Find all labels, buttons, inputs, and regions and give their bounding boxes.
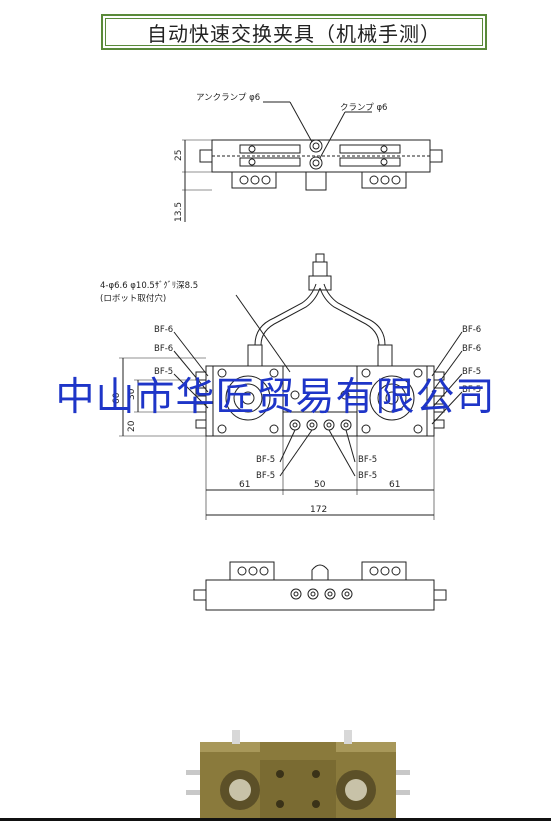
clamp-port [309, 156, 323, 170]
dim-top-offset: 13.5 [174, 202, 184, 222]
port-bottom-right-1: BF-5 [358, 455, 377, 465]
dim-left: 61 [239, 480, 250, 490]
port-right-4: BF-5 [462, 385, 481, 395]
port-left-1: BF-6 [154, 325, 173, 335]
clamp-label: クランプ φ6 [340, 103, 387, 113]
dim-right: 61 [389, 480, 400, 490]
side-view-body [205, 579, 435, 611]
port-bottom-left-2: BF-5 [256, 471, 275, 481]
unclamp-label: アンクランプ φ6 [196, 93, 260, 103]
dim-bottom: 20 [127, 420, 137, 432]
port-left-3: BF-5 [154, 367, 173, 377]
hole-note-line2: (ロボット取付穴) [100, 293, 166, 304]
dim-top-height: 25 [174, 150, 184, 161]
page-title: 自动快速交换夹具（机械手测） [105, 18, 483, 46]
port-bottom-right-2: BF-5 [358, 471, 377, 481]
port-right-3: BF-5 [462, 367, 481, 377]
port-left-2: BF-6 [154, 344, 173, 354]
side-view [193, 561, 447, 611]
port-right-2: BF-6 [462, 344, 481, 354]
front-view [119, 253, 463, 520]
port-right-1: BF-6 [462, 325, 481, 335]
dim-outer-height: 60 [112, 392, 122, 404]
port-bottom-left-1: BF-5 [256, 455, 275, 465]
dim-inner-height: 30 [127, 388, 137, 400]
top-view [182, 101, 443, 222]
dim-center: 50 [314, 480, 326, 490]
dim-total: 172 [310, 505, 327, 515]
unclamp-port [309, 139, 323, 153]
right-clamp-bore [369, 375, 415, 421]
left-clamp-bore [225, 375, 271, 421]
title-box: 自动快速交换夹具（机械手测） [101, 14, 487, 50]
watermark: 中山市华匠贸易有限公司 [55, 375, 496, 420]
hole-note-line1: 4-φ6.6 φ10.5ｻﾞｸﾞﾘ深8.5 [100, 281, 198, 291]
product-photo [0, 730, 551, 821]
